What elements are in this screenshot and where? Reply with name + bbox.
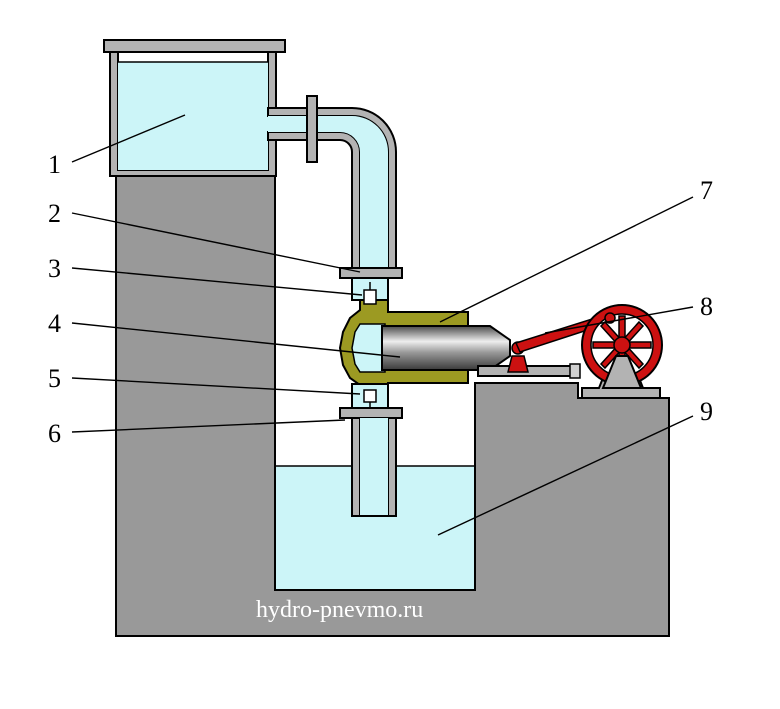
watermark: hydro-pnevmo.ru xyxy=(256,597,423,623)
suction-pipe-water xyxy=(360,418,388,516)
callout-4: 4 xyxy=(48,309,61,338)
horizontal-pipe-flange xyxy=(306,95,318,163)
callout-3: 3 xyxy=(48,254,61,283)
callout-6: 6 xyxy=(48,419,61,448)
suction-pipe-wall-left xyxy=(351,417,361,517)
callout-7: 7 xyxy=(700,176,713,205)
outlet-pipe-water xyxy=(268,116,388,276)
callout-5: 5 xyxy=(48,364,61,393)
pump-chamber-water xyxy=(351,323,386,373)
suction-valve-disc xyxy=(363,389,377,403)
lower-flange xyxy=(339,407,403,419)
callout-9: 9 xyxy=(700,397,713,426)
suction-pipe-wall-right xyxy=(387,417,397,517)
crosshead xyxy=(507,355,529,373)
flywheel xyxy=(581,304,663,386)
flywheel-pedestal-front xyxy=(601,355,643,389)
callout-1: 1 xyxy=(48,150,61,179)
callout-8: 8 xyxy=(700,292,713,321)
rail-end-block xyxy=(569,363,581,379)
callout-2: 2 xyxy=(48,199,61,228)
lower-reservoir-wall xyxy=(274,466,476,591)
upper-tank-water xyxy=(118,62,268,170)
leader-lines xyxy=(71,114,694,536)
ground-mass xyxy=(115,175,670,637)
discharge-valve-disc xyxy=(363,289,377,305)
plunger xyxy=(381,325,511,371)
upper-tank xyxy=(103,39,286,53)
